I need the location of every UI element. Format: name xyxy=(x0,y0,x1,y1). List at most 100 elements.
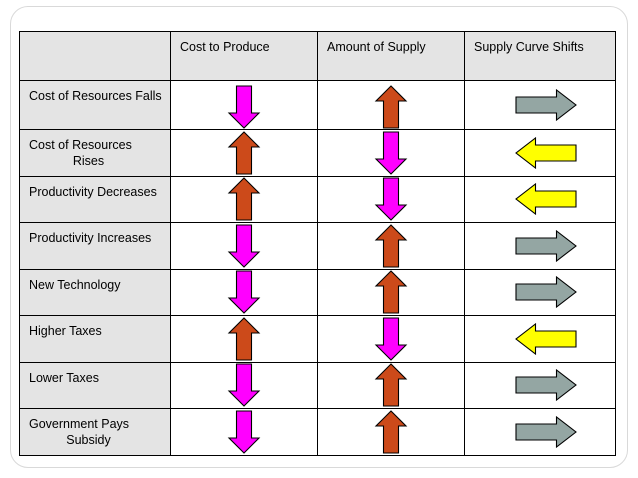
row-label-line2: Rises xyxy=(72,154,105,168)
column-header-label: Supply Curve Shifts xyxy=(474,40,584,54)
row-label-line1: Productivity Increases xyxy=(29,231,152,245)
shift-arrow-wrapper xyxy=(465,363,615,409)
row-label: Productivity Increases xyxy=(20,223,170,246)
arrow-left-yellow-icon xyxy=(515,136,577,170)
arrow-up-orange-icon xyxy=(227,130,261,175)
row-label-cell: Lower Taxes xyxy=(19,361,171,409)
cost-arrow-wrapper xyxy=(171,177,317,223)
cell-cost xyxy=(170,175,318,223)
column-header-supply: Amount of Supply xyxy=(317,31,465,81)
arrow-down-magenta-icon xyxy=(374,317,408,361)
cost-arrow-wrapper xyxy=(171,130,317,176)
arrow-left-yellow-icon xyxy=(515,182,577,216)
arrow-right-gray-icon xyxy=(515,229,577,263)
table-row: Productivity Increases xyxy=(19,222,616,270)
cell-shift xyxy=(464,315,616,363)
arrow-down-magenta-icon xyxy=(227,270,261,315)
arrow-left-yellow-icon xyxy=(515,322,577,356)
arrow-down-magenta-icon xyxy=(374,177,408,222)
row-label-line1: Cost of Resources xyxy=(29,138,132,152)
supply-arrow-wrapper xyxy=(318,223,464,269)
cell-supply xyxy=(317,315,465,363)
cell-shift xyxy=(464,408,616,456)
arrow-up-orange-icon xyxy=(227,316,261,361)
arrow-right-gray-icon xyxy=(515,368,577,402)
table-row: New Technology xyxy=(19,268,616,316)
row-label-line1: Lower Taxes xyxy=(29,370,99,385)
column-header-label: Cost to Produce xyxy=(180,40,270,54)
cell-cost xyxy=(170,361,318,409)
cell-supply xyxy=(317,361,465,409)
shift-arrow-wrapper xyxy=(466,82,615,129)
row-label-line1: Higher Taxes xyxy=(29,324,102,338)
cell-cost xyxy=(170,222,318,270)
cell-supply xyxy=(317,408,465,456)
cell-shift xyxy=(464,175,616,223)
cell-shift xyxy=(464,80,616,130)
row-label-cell: Productivity Decreases xyxy=(19,175,171,223)
row-label-cell: New Technology xyxy=(19,268,171,316)
cost-arrow-wrapper xyxy=(172,82,317,129)
arrow-up-orange-icon xyxy=(374,85,408,129)
supply-arrow-wrapper xyxy=(318,177,464,223)
cell-shift xyxy=(464,361,616,409)
arrow-right-gray-icon xyxy=(515,88,577,122)
row-label-line1: New Technology xyxy=(29,277,121,292)
arrow-up-orange-icon xyxy=(374,409,408,454)
cost-arrow-wrapper xyxy=(171,223,317,269)
row-label-cell: Productivity Increases xyxy=(19,222,171,270)
arrow-down-magenta-icon xyxy=(227,363,261,408)
column-header-shift: Supply Curve Shifts xyxy=(464,31,616,81)
arrow-up-orange-icon xyxy=(374,363,408,407)
row-label: Productivity Decreases xyxy=(20,177,170,200)
table-header-row: Cost to Produce Amount of Supply Supply Cu… xyxy=(19,31,616,81)
row-label-line1: Productivity Decreases xyxy=(29,184,157,199)
supply-shifters-table: Cost to Produce Amount of Supply Supply Cu… xyxy=(19,31,616,456)
supply-arrow-wrapper xyxy=(318,363,464,409)
supply-arrow-wrapper xyxy=(318,130,464,176)
shift-arrow-wrapper xyxy=(465,270,615,316)
cell-shift xyxy=(464,222,616,270)
cell-supply xyxy=(317,175,465,223)
cell-supply xyxy=(317,129,465,177)
row-label: Lower Taxes xyxy=(20,363,170,386)
arrow-right-gray-icon xyxy=(515,275,577,309)
row-label: Cost of Resources Falls xyxy=(20,81,170,104)
row-label: Higher Taxes xyxy=(20,316,170,339)
table-row: Lower Taxes xyxy=(19,361,616,409)
cell-supply xyxy=(317,222,465,270)
cost-arrow-wrapper xyxy=(171,270,317,316)
cost-arrow-wrapper xyxy=(171,409,317,455)
cell-cost xyxy=(170,268,318,316)
row-label-cell: Higher Taxes xyxy=(19,315,171,363)
row-label-line1: Cost of Resources Falls xyxy=(29,89,162,103)
shift-arrow-wrapper xyxy=(465,177,615,223)
arrow-up-orange-icon xyxy=(227,177,261,221)
supply-arrow-wrapper xyxy=(319,82,464,129)
supply-arrow-wrapper xyxy=(318,409,464,455)
cell-cost xyxy=(170,315,318,363)
arrow-down-magenta-icon xyxy=(374,131,408,175)
supply-arrow-wrapper xyxy=(318,316,464,362)
shift-arrow-wrapper xyxy=(465,223,615,269)
cell-cost xyxy=(170,129,318,177)
shift-arrow-wrapper xyxy=(465,409,615,455)
shift-arrow-wrapper xyxy=(465,130,615,176)
shift-arrow-wrapper xyxy=(465,316,615,362)
table-row: Productivity Decreases xyxy=(19,175,616,223)
cell-supply xyxy=(317,268,465,316)
row-label-cell: Cost of Resources Falls xyxy=(19,80,171,130)
row-label-line2: Subsidy xyxy=(66,433,111,447)
cell-shift xyxy=(464,268,616,316)
table-row: Higher Taxes xyxy=(19,315,616,363)
arrow-down-magenta-icon xyxy=(227,410,261,454)
arrow-down-magenta-icon xyxy=(227,85,261,129)
cost-arrow-wrapper xyxy=(171,363,317,409)
cost-arrow-wrapper xyxy=(171,316,317,362)
